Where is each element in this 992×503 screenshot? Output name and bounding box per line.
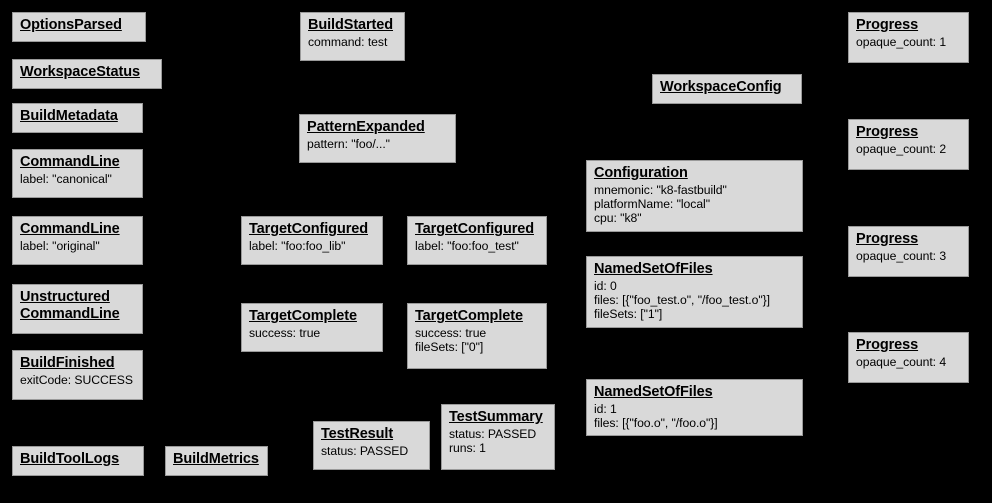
node-title: TargetComplete — [415, 308, 523, 324]
node-title: Unstructured CommandLine — [20, 289, 120, 322]
node-fields: status: PASSED — [321, 443, 409, 458]
node-title: TestResult — [321, 426, 394, 442]
node-fields: id: 1 files: [{"foo.o", "/foo.o"}] — [594, 401, 718, 430]
node-fields: success: true — [249, 325, 321, 340]
node-unstructured-command-line[interactable]: Unstructured CommandLine — [12, 284, 143, 334]
node-title: WorkspaceConfig — [660, 79, 782, 95]
node-title: CommandLine — [20, 221, 120, 237]
node-fields: success: true fileSets: ["0"] — [415, 325, 487, 354]
node-title: NamedSetOfFiles — [594, 384, 713, 400]
node-title: Progress — [856, 337, 919, 353]
node-build-tool-logs[interactable]: BuildToolLogs — [12, 446, 144, 476]
node-title: Progress — [856, 231, 919, 247]
node-fields: opaque_count: 2 — [856, 141, 947, 156]
node-fields: exitCode: SUCCESS — [20, 372, 133, 387]
node-title: BuildToolLogs — [20, 451, 120, 467]
node-fields: pattern: "foo/..." — [307, 136, 390, 151]
node-fields: opaque_count: 1 — [856, 34, 947, 49]
node-options-parsed[interactable]: OptionsParsed — [12, 12, 146, 42]
node-fields: status: PASSED runs: 1 — [449, 426, 537, 455]
node-title: Progress — [856, 17, 919, 33]
node-fields: label: "foo:foo_test" — [415, 238, 519, 253]
node-title: TestSummary — [449, 409, 543, 425]
node-fields: id: 0 files: [{"foo_test.o", "/foo_test.… — [594, 278, 770, 322]
node-title: BuildStarted — [308, 17, 394, 33]
node-title: BuildMetrics — [173, 451, 259, 467]
node-title: TargetConfigured — [415, 221, 534, 237]
node-title: NamedSetOfFiles — [594, 261, 713, 277]
node-build-metrics[interactable]: BuildMetrics — [165, 446, 268, 476]
node-title: BuildMetadata — [20, 108, 118, 124]
node-title: TargetConfigured — [249, 221, 368, 237]
node-workspace-status[interactable]: WorkspaceStatus — [12, 59, 162, 89]
node-title: Progress — [856, 124, 919, 140]
node-title: CommandLine — [20, 154, 120, 170]
node-fields: command: test — [308, 34, 388, 49]
node-fields: opaque_count: 3 — [856, 248, 947, 263]
node-fields: opaque_count: 4 — [856, 354, 947, 369]
node-fields: label: "canonical" — [20, 171, 112, 186]
node-title: Configuration — [594, 165, 688, 181]
node-fields: mnemonic: "k8-fastbuild" platformName: "… — [594, 182, 727, 226]
node-fields: label: "original" — [20, 238, 100, 253]
node-title: OptionsParsed — [20, 17, 122, 33]
node-title: TargetComplete — [249, 308, 357, 324]
node-build-metadata[interactable]: BuildMetadata — [12, 103, 143, 133]
node-title: WorkspaceStatus — [20, 64, 140, 80]
node-title: BuildFinished — [20, 355, 115, 371]
node-workspace-config[interactable]: WorkspaceConfig — [652, 74, 802, 104]
node-fields: label: "foo:foo_lib" — [249, 238, 346, 253]
node-title: PatternExpanded — [307, 119, 425, 135]
